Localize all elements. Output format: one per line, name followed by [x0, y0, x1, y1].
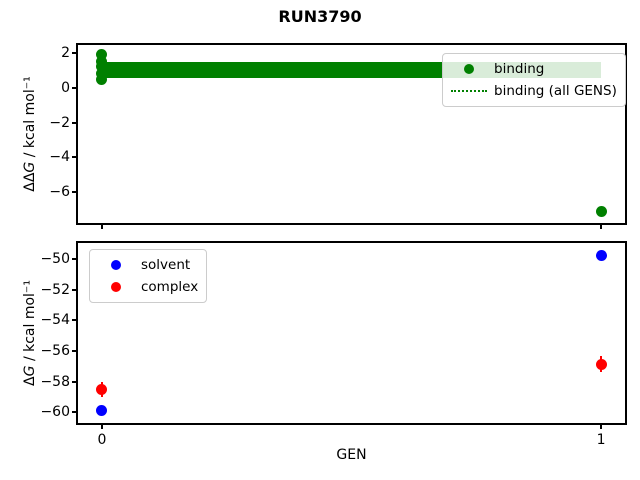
x-tick-mark	[600, 425, 603, 429]
binding-data-point	[96, 73, 108, 85]
solvent-data-point	[96, 405, 108, 417]
binding-data-point	[595, 205, 607, 217]
binding-dot-icon	[464, 64, 474, 74]
chart-title: RUN3790	[278, 7, 362, 26]
y-tick-label: −52	[40, 281, 70, 298]
y-tick-label: −60	[40, 404, 70, 421]
y-tick-mark	[72, 52, 76, 54]
x-axis-label: GEN	[336, 447, 367, 463]
legend-solvent-complex: solvent complex	[89, 249, 208, 303]
y-tick-mark	[72, 380, 76, 383]
y-tick-mark	[72, 349, 76, 352]
y-tick-label: −2	[49, 114, 70, 131]
y-tick-label: −6	[49, 184, 70, 201]
y-tick-label: −4	[49, 149, 70, 166]
legend-label-solvent: solvent	[141, 257, 191, 273]
y-tick-mark	[72, 121, 76, 124]
x-tick-label: 1	[596, 432, 606, 448]
y-tick-label: −54	[40, 312, 70, 329]
solvent-data-point	[595, 249, 607, 261]
y-tick-label: 0	[61, 79, 70, 96]
legend-label-binding: binding	[494, 61, 545, 77]
x-tick-mark	[100, 425, 103, 429]
solvent-dot-icon	[111, 260, 121, 270]
legend-entry-solvent: solvent	[98, 255, 198, 275]
y-tick-mark	[72, 156, 76, 159]
legend-label-complex: complex	[141, 279, 199, 295]
y-tick-label: −58	[40, 373, 70, 390]
y-tick-mark	[72, 191, 76, 194]
y-tick-mark	[72, 86, 76, 89]
legend-label-binding-all-gens: binding (all GENS)	[494, 83, 617, 99]
complex-data-point	[96, 383, 108, 395]
binding-all-gens-dotted-line-icon	[451, 90, 487, 92]
x-tick-label: 0	[97, 432, 107, 448]
binding-data-point	[96, 49, 108, 61]
y-tick-mark	[72, 258, 76, 261]
y-tick-mark	[72, 288, 76, 291]
legend-entry-complex: complex	[98, 277, 198, 297]
x-tick-mark	[100, 225, 103, 229]
legend-binding: binding binding (all GENS)	[442, 53, 626, 107]
binding-data-point	[96, 68, 108, 80]
complex-data-point	[595, 358, 607, 370]
y-tick-label: 2	[61, 45, 70, 62]
x-tick-mark	[600, 225, 603, 229]
y-tick-label: −56	[40, 342, 70, 359]
legend-entry-binding: binding	[451, 59, 617, 79]
subplot-ddg-axes: −6 −4 −2 0 2 binding binding (all GENS)	[49, 43, 627, 229]
binding-all-gens-line	[101, 67, 602, 70]
complex-dot-icon	[111, 282, 121, 292]
y-tick-label: −50	[40, 251, 70, 268]
subplot-dg-axes: 1 0 −60 −58 −56 −54 −52 −50 solvent complex	[40, 241, 627, 448]
binding-data-point	[96, 56, 108, 68]
legend-entry-binding-all-gens: binding (all GENS)	[451, 81, 617, 101]
y-tick-mark	[72, 411, 76, 414]
y-tick-mark	[72, 319, 76, 322]
